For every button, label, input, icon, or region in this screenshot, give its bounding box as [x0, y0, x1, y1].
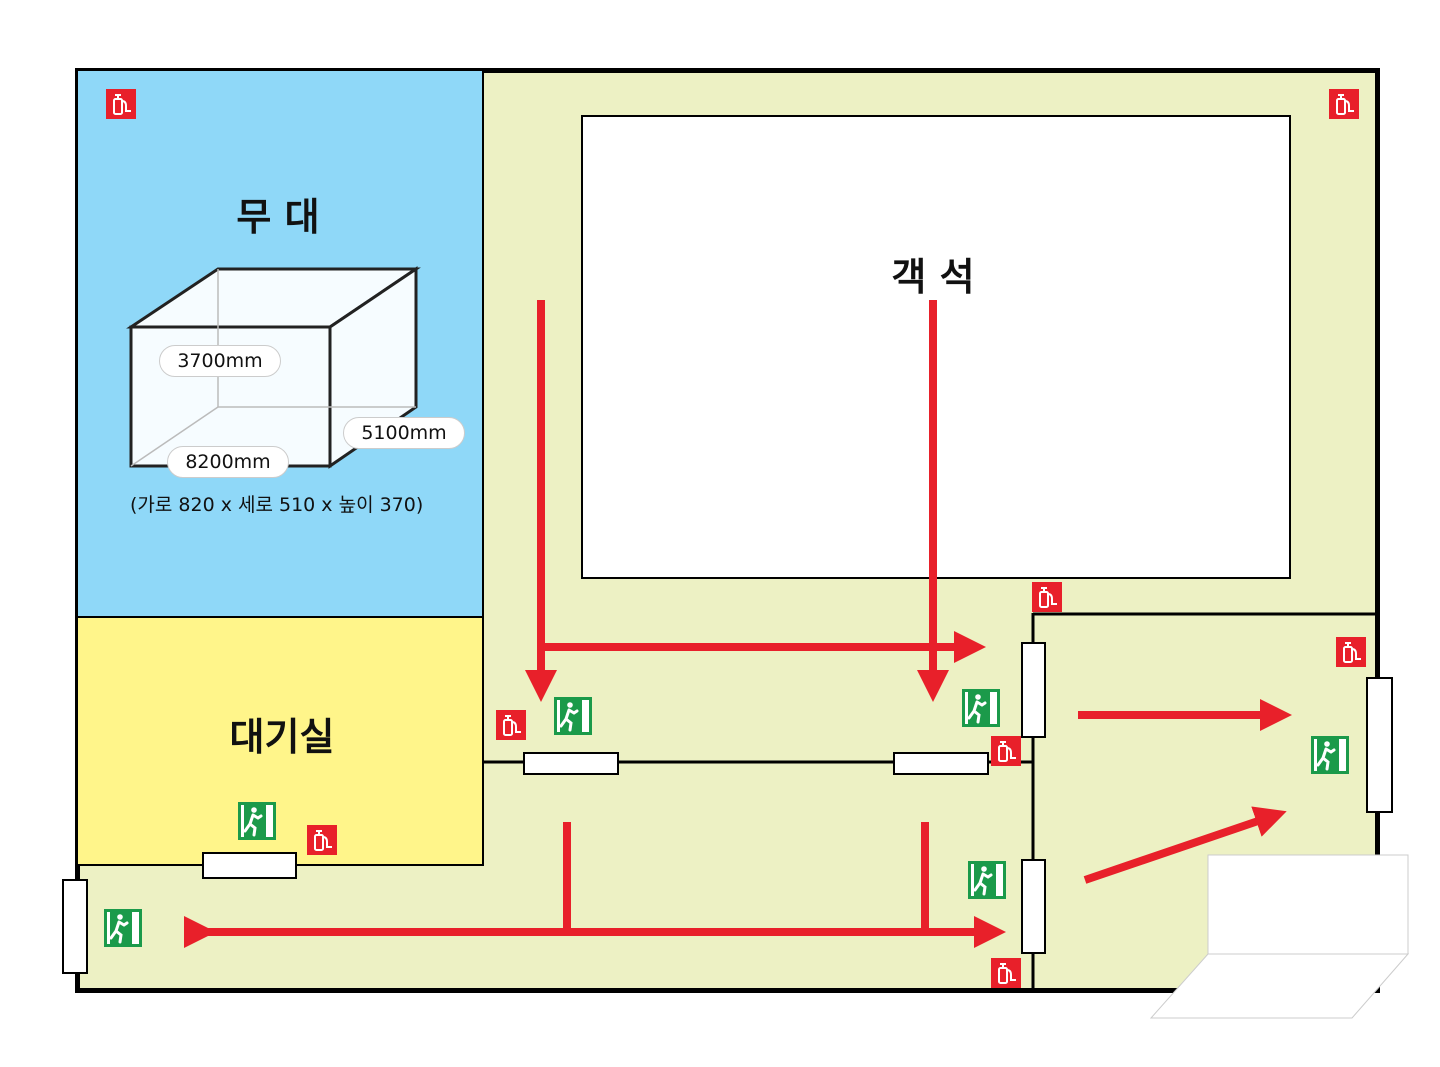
stage-width-label: 8200mm [167, 446, 289, 478]
page-fold-overlay [1150, 854, 1410, 1019]
emergency-exit-icon [968, 861, 1006, 899]
door [1021, 642, 1046, 738]
door [523, 752, 619, 775]
stage-height-label: 3700mm [159, 345, 281, 377]
waiting-room-label: 대기실 [229, 715, 335, 759]
emergency-exit-icon [104, 909, 142, 947]
door [1366, 677, 1393, 813]
stage-dimensions-note: (가로 820 x 세로 510 x 높이 370) [130, 494, 424, 516]
waiting-room-area [78, 618, 484, 866]
fire-extinguisher-icon [307, 825, 337, 855]
emergency-exit-icon [1311, 736, 1349, 774]
fire-extinguisher-icon [1032, 582, 1062, 612]
fire-extinguisher-icon [1336, 637, 1366, 667]
fire-extinguisher-icon [991, 736, 1021, 766]
door [893, 752, 989, 775]
fire-extinguisher-icon [106, 89, 136, 119]
fire-extinguisher-icon [496, 710, 526, 740]
fire-extinguisher-icon [991, 958, 1021, 988]
emergency-exit-icon [962, 689, 1000, 727]
door [202, 852, 297, 879]
door [1021, 859, 1046, 954]
emergency-exit-icon [554, 697, 592, 735]
emergency-exit-icon [238, 802, 276, 840]
stage-depth-label: 5100mm [343, 417, 465, 449]
evacuation-arrow [1083, 806, 1287, 884]
fire-extinguisher-icon [1329, 89, 1359, 119]
door [62, 879, 88, 974]
seating-label: 객 석 [891, 255, 975, 299]
stage-label: 무 대 [236, 195, 320, 239]
